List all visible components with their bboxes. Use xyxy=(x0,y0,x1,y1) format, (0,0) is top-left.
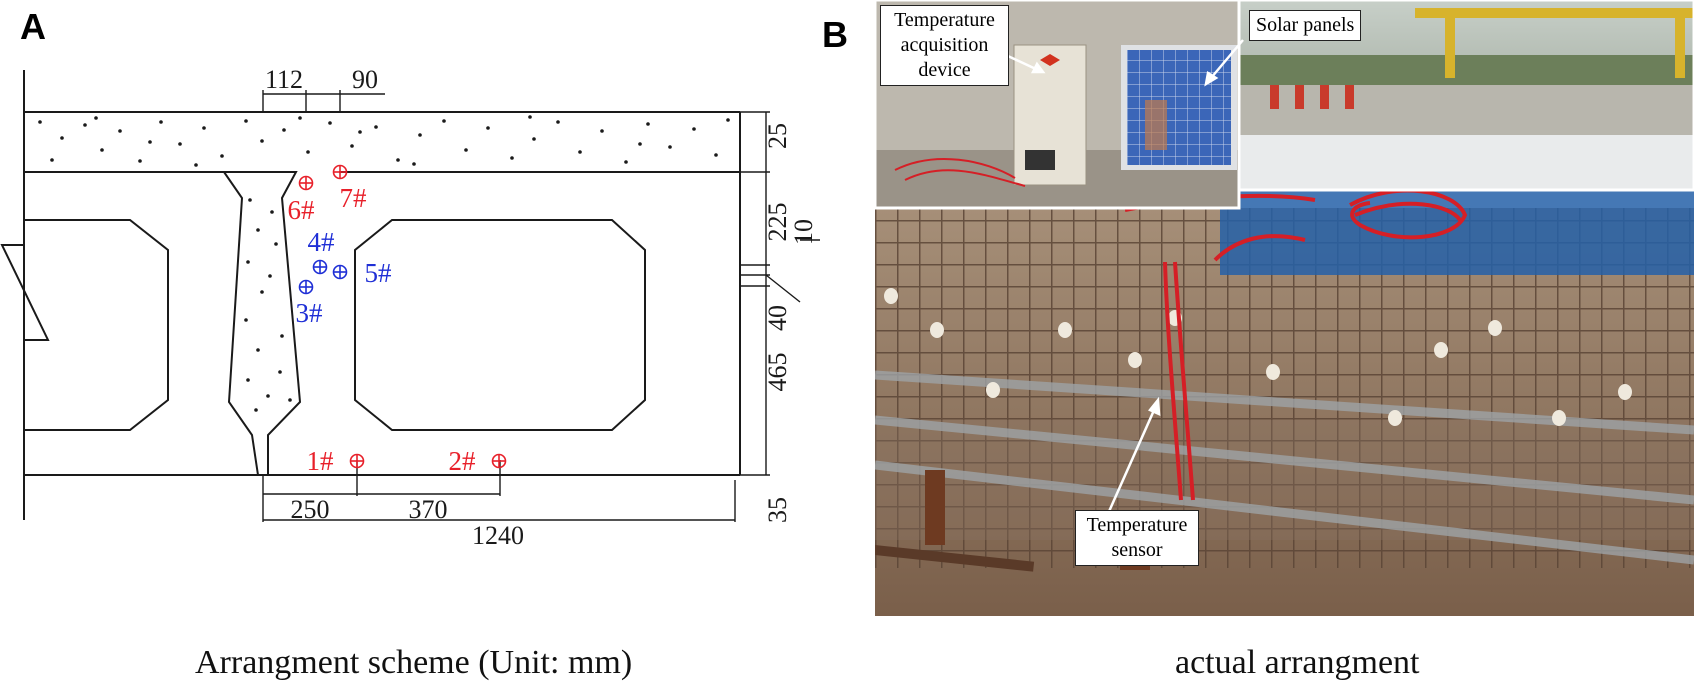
sensor-4-label: 4# xyxy=(308,227,336,257)
callout-acquisition-device: Temperature acquisition device xyxy=(880,5,1009,86)
panel-b-caption: actual arrangment xyxy=(1175,644,1420,681)
dim-right-10: 10 xyxy=(789,219,818,245)
sensor-5-marker xyxy=(332,264,348,280)
callout-sensor-line1: Temperature xyxy=(1086,514,1188,536)
dim-right-225: 225 xyxy=(763,203,792,242)
callout-solar-panels: Solar panels xyxy=(1249,10,1362,41)
callout-acquisition-line2: acquisition xyxy=(900,34,989,56)
sensor-6-marker xyxy=(298,175,314,191)
right-dimension xyxy=(740,111,820,476)
sensor-5-label: 5# xyxy=(365,258,393,288)
dim-right-25: 25 xyxy=(763,123,792,149)
sensor-3-label: 3# xyxy=(296,298,324,328)
right-void xyxy=(354,219,646,431)
panel-b-letter: B xyxy=(822,14,848,55)
sensor-7-marker xyxy=(332,164,348,180)
dim-bottom-370: 370 xyxy=(409,495,448,524)
site-photo-illustration xyxy=(875,0,1694,616)
sensor-4-marker xyxy=(312,259,328,275)
site-photo: Temperature acquisition device Solar pan… xyxy=(875,0,1694,616)
sensor-6-label: 6# xyxy=(288,195,316,225)
sensor-2-marker xyxy=(491,453,507,469)
left-void xyxy=(23,219,169,431)
dim-right-35: 35 xyxy=(763,497,792,523)
sensor-1-label: 1# xyxy=(307,446,335,476)
callout-solar-label: Solar panels xyxy=(1256,14,1355,36)
concrete-texture xyxy=(38,115,730,412)
sensor-7-label: 7# xyxy=(340,183,368,213)
callout-sensor-line2: sensor xyxy=(1111,539,1163,561)
callout-acquisition-line3: device xyxy=(918,59,971,81)
web-rib xyxy=(222,171,302,476)
acquisition-device-inset xyxy=(875,0,1239,208)
dim-bottom-1240: 1240 xyxy=(472,521,524,550)
sensor-1-marker xyxy=(349,453,365,469)
callout-temperature-sensor: Temperature sensor xyxy=(1075,510,1199,566)
dim-top-right: 90 xyxy=(352,65,378,94)
sensor-2-label: 2# xyxy=(449,446,477,476)
rebar-scene xyxy=(875,188,1694,616)
top-dimension xyxy=(262,90,385,112)
panel-a-letter: A xyxy=(20,6,46,47)
dim-right-465: 465 xyxy=(763,353,792,392)
panel-a-caption: Arrangment scheme (Unit: mm) xyxy=(195,644,633,681)
dim-bottom-250: 250 xyxy=(291,495,330,524)
callout-acquisition-line1: Temperature xyxy=(894,9,995,31)
deck-slab xyxy=(24,111,741,476)
sensor-3-marker xyxy=(298,279,314,295)
bottom-dimension xyxy=(262,460,736,522)
dim-right-40: 40 xyxy=(763,305,792,331)
cross-section-diagram: 112 90 25 225 10 40 465 35 250 370 1240 xyxy=(0,65,820,550)
dim-top-left: 112 xyxy=(265,65,303,94)
sensor-markers xyxy=(298,164,507,469)
